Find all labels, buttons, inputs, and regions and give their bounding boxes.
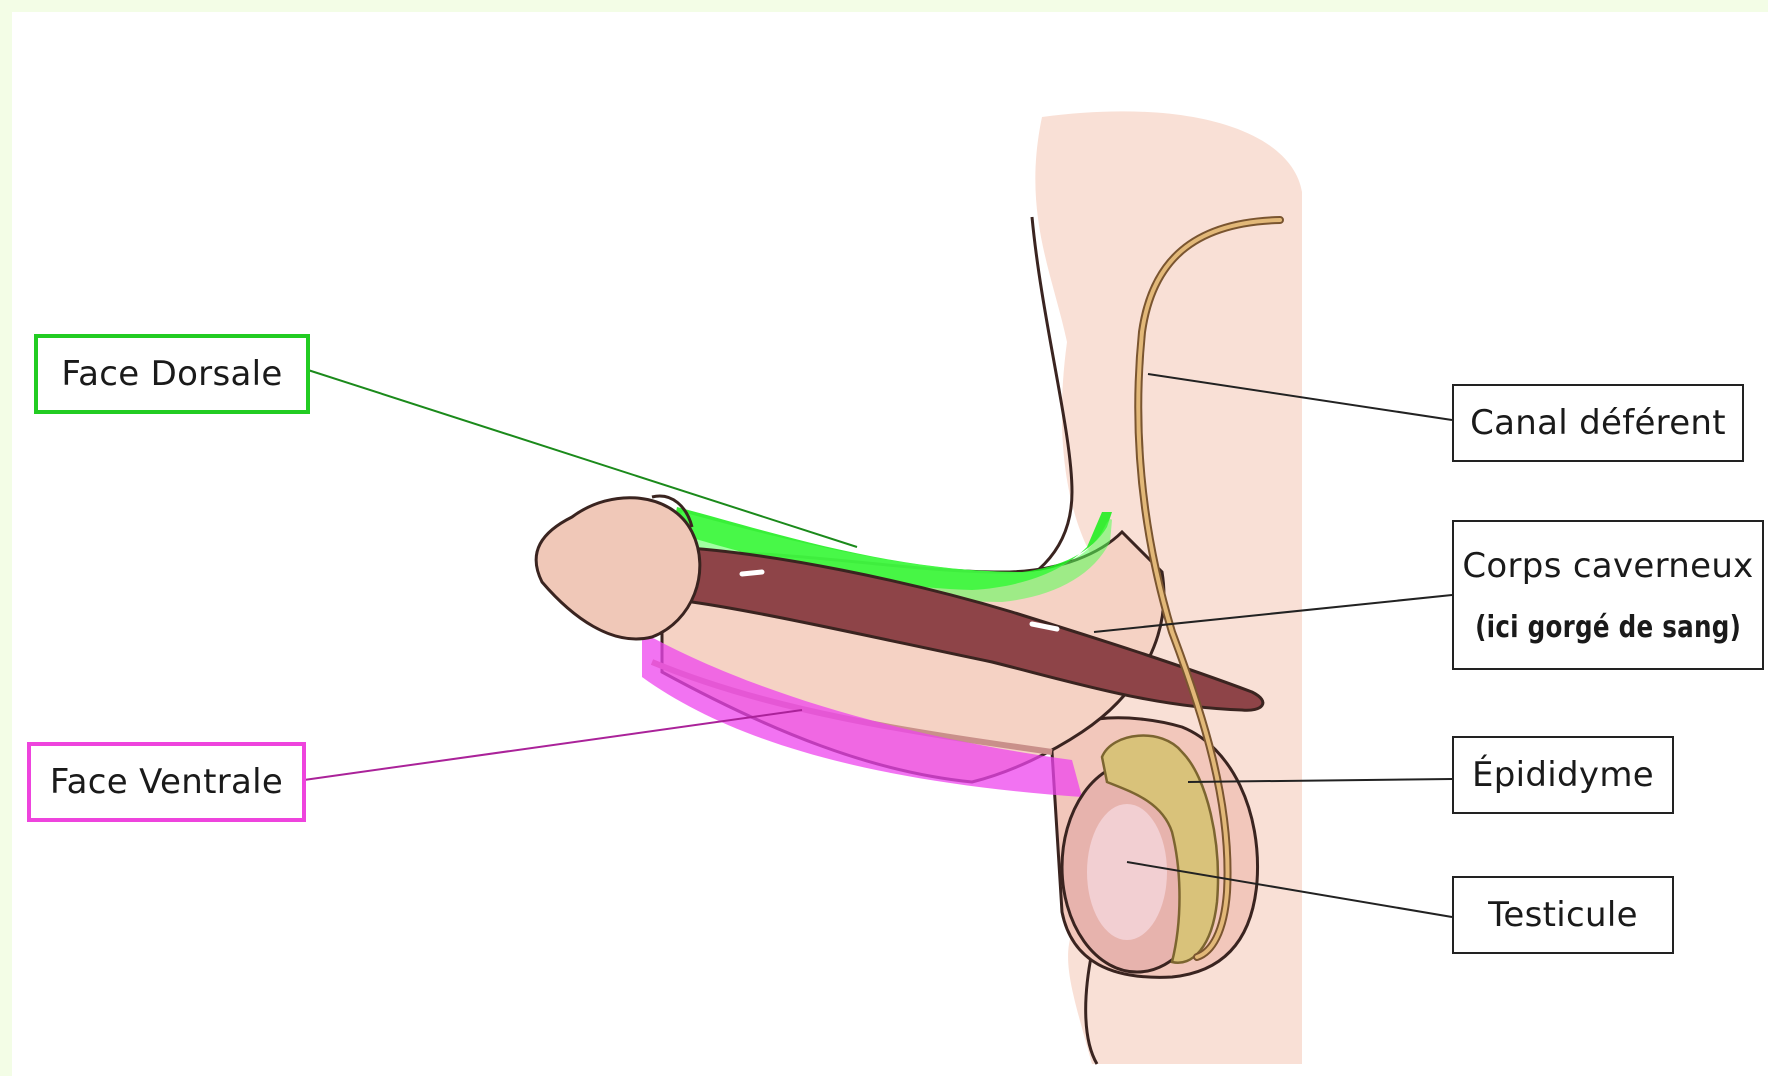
label-corps-caverneux: Corps caverneux (ici gorgé de sang) bbox=[1452, 520, 1764, 670]
label-testicule: Testicule bbox=[1452, 876, 1674, 954]
label-corps-caverneux-text: Corps caverneux bbox=[1462, 546, 1753, 586]
label-face-ventrale-text: Face Ventrale bbox=[50, 762, 283, 802]
anatomy-diagram: Face Dorsale Face Ventrale Canal déféren… bbox=[12, 12, 1768, 1076]
leader-face-ventrale bbox=[304, 710, 802, 780]
label-canal-deferent-text: Canal déférent bbox=[1470, 403, 1726, 443]
label-testicule-text: Testicule bbox=[1488, 895, 1638, 935]
corpus-shine-1 bbox=[742, 572, 762, 574]
label-face-dorsale-text: Face Dorsale bbox=[61, 354, 282, 394]
label-face-dorsale: Face Dorsale bbox=[34, 334, 310, 414]
label-epididyme: Épididyme bbox=[1452, 736, 1674, 814]
label-face-ventrale: Face Ventrale bbox=[27, 742, 306, 822]
testis-inner bbox=[1087, 804, 1167, 940]
label-corps-caverneux-note: (ici gorgé de sang) bbox=[1475, 610, 1741, 645]
label-canal-deferent: Canal déférent bbox=[1452, 384, 1744, 462]
label-epididyme-text: Épididyme bbox=[1472, 755, 1654, 795]
glans bbox=[536, 498, 700, 639]
